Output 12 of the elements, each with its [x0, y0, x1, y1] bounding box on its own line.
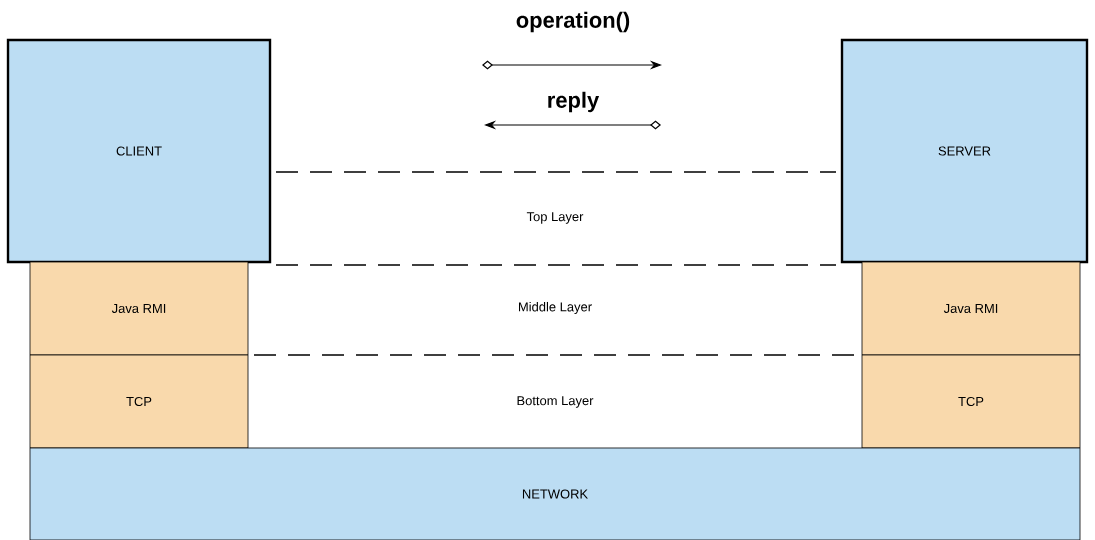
layer-label: Top Layer — [526, 212, 584, 224]
layer-label: Bottom Layer — [517, 396, 594, 408]
layer-box: CLIENT — [6, 38, 272, 264]
layer-box: NETWORK — [29, 447, 1081, 540]
layer-box: Java RMI — [861, 261, 1081, 356]
layer-label: Middle Layer — [519, 301, 592, 315]
layer-box: Java RMI — [29, 261, 249, 356]
layer-box: TCP — [861, 354, 1081, 449]
message-label: reply — [548, 91, 600, 113]
layer-box: SERVER — [840, 38, 1089, 264]
layer-box: TCP — [29, 354, 249, 449]
message-label: operation() — [516, 11, 630, 33]
